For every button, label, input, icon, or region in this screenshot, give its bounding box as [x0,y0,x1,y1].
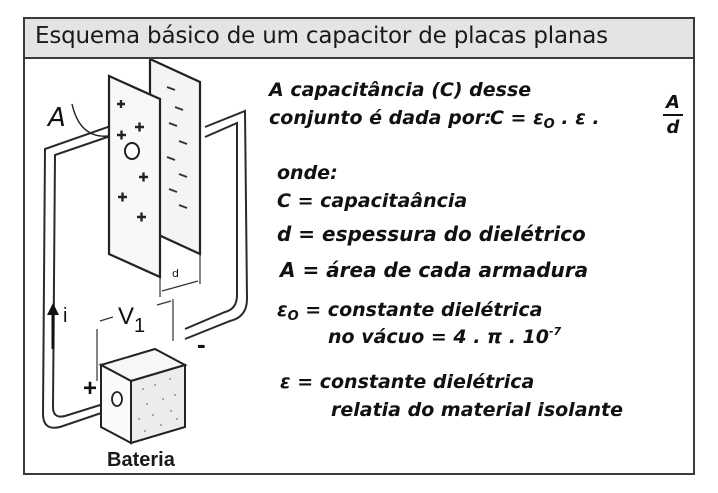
symbol-c: C [277,190,291,212]
definition-capacitance: C = capacitaância [277,190,467,212]
definitions-heading: onde: [277,162,338,184]
definition-text: = área de cada armadura [302,258,589,282]
definition-area: A = área de cada armadura [280,258,588,282]
definition-thickness: d = espessura do dielétrico [277,222,586,246]
symbol-d: d [277,222,292,246]
symbol-epsilon: ε [280,371,291,393]
figure-header: Esquema básico de um capacitor de placas… [25,19,693,59]
battery-icon [98,347,188,445]
definition-text: = capacitaância [297,190,468,212]
voltage-label: V1 [118,303,145,338]
definition-text: = espessura do dielétrico [298,222,586,246]
capacitor-illustration [41,57,249,445]
capacitor-diagram: A d i V1 + - Bateria [25,57,270,473]
intro-line-1: A capacitância (C) desse [269,79,532,101]
intro-line-2: conjunto é dada por: [269,107,492,129]
current-arrow-icon [47,303,59,349]
definition-eps-line1: ε = constante dielétrica [280,371,534,393]
definition-eps-line2: relatia do material isolante [331,399,624,421]
distance-label: d [172,267,179,280]
formula-mid: . ε . [561,107,600,129]
negative-charges [166,86,188,209]
fraction-bar [663,114,683,116]
formula-subscript: O [543,117,555,132]
fraction-denominator: d [666,117,680,138]
voltage-dimension [96,299,174,381]
positive-terminal-sign: + [83,375,98,402]
positive-charges [117,100,148,222]
voltage-symbol: V [118,303,135,330]
distance-dimension [159,254,201,297]
battery-label: Bateria [107,449,175,471]
formula-lhs: C = ε [490,107,544,129]
symbol-epsilon0: ε [277,299,288,321]
formula-fraction: A d [663,92,683,138]
plate-area-label: A [48,103,66,133]
definition-text: = constante dielétrica [290,371,535,393]
vacuum-value: no vácuo = 4 . π . 10 [328,326,549,348]
definition-eps0-line2: no vácuo = 4 . π . 10-7 [328,325,561,348]
figure-title: Esquema básico de um capacitor de placas… [35,23,608,49]
current-label: i [63,305,68,327]
epsilon0-subscript: O [287,309,299,324]
symbol-a: A [280,258,296,282]
figure-frame: Esquema básico de um capacitor de placas… [23,17,695,475]
capacitance-formula: C = εO . ε . [490,107,600,132]
definition-text: = constante dielétrica [305,299,543,321]
fraction-numerator: A [666,92,680,113]
definition-eps0-line1: εO = constante dielétrica [277,299,542,324]
vacuum-exponent: -7 [548,325,562,338]
negative-terminal-sign: - [197,329,206,359]
voltage-subscript: 1 [134,315,146,337]
